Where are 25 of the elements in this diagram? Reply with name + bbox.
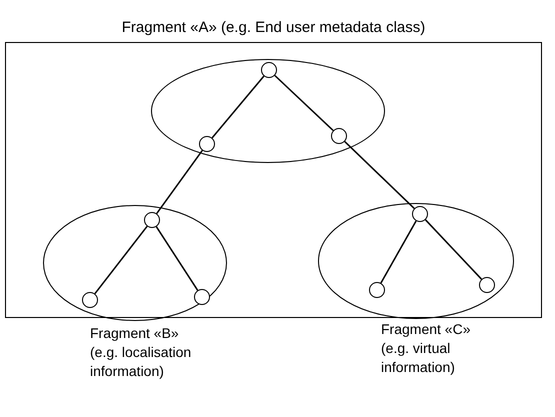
connector-line <box>156 226 198 291</box>
fragment-description: (e.g. virtual information) <box>381 339 456 377</box>
connector-line <box>212 76 264 138</box>
tree-node-circle <box>199 136 215 152</box>
fragment-caption: Fragment «C» <box>381 320 470 339</box>
tree-node-circle <box>261 62 277 78</box>
tree-node-circle <box>331 128 347 144</box>
connector-line <box>94 226 148 294</box>
tree-node-circle <box>412 206 428 222</box>
tree-node-circle <box>194 289 210 305</box>
tree-node-circle <box>82 292 98 308</box>
tree-node-circle <box>479 277 495 293</box>
connector-line <box>380 220 417 284</box>
fragment-description: (e.g. localisation information) <box>90 343 192 381</box>
fragment-ellipse <box>43 205 227 321</box>
tree-node-circle <box>369 282 385 298</box>
connector-line <box>274 74 334 132</box>
connector-line <box>156 150 203 214</box>
connector-line <box>344 141 415 209</box>
tree-node-circle <box>144 212 160 228</box>
fragment-ellipse <box>151 59 385 163</box>
connector-line <box>424 219 482 280</box>
fragment-ellipse <box>318 203 514 319</box>
fragment-title: Fragment «A» (e.g. End user metadata class) <box>122 19 426 36</box>
fragment-caption: Fragment «B» <box>90 324 179 343</box>
